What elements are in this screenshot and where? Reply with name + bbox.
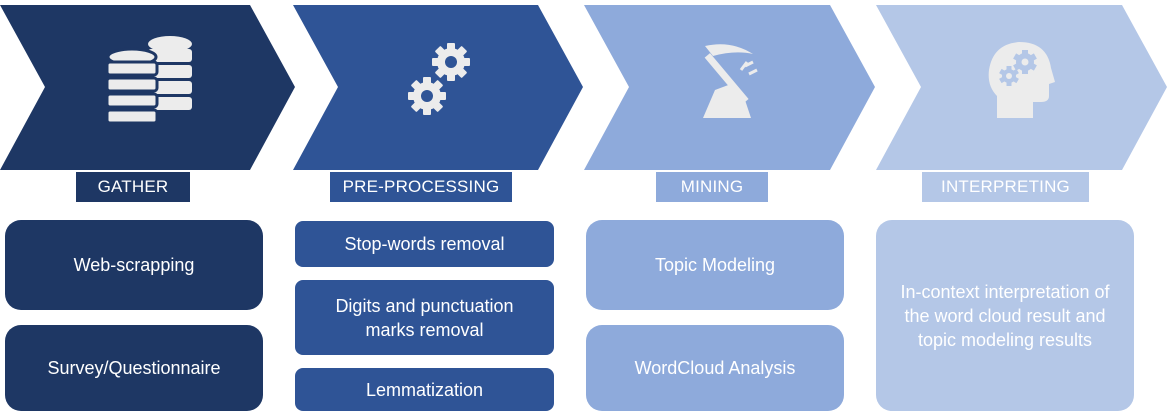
stage-label-mining: MINING — [656, 172, 768, 202]
card-stop-words-removal: Stop-words removal — [295, 221, 554, 267]
stage-label-gather: GATHER — [76, 172, 190, 202]
card-lemmatization: Lemmatization — [295, 368, 554, 411]
card-topic-modeling: Topic Modeling — [586, 220, 844, 310]
pickaxe-icon — [703, 44, 758, 118]
card-wordcloud-analysis: WordCloud Analysis — [586, 325, 844, 411]
stage-label-interpreting: INTERPRETING — [922, 172, 1089, 202]
gears-icon — [408, 43, 470, 115]
card-digits-punctuation-removal: Digits and punctuation marks removal — [295, 280, 554, 355]
card-survey-questionnaire: Survey/Questionnaire — [5, 325, 263, 411]
head-gears-icon — [988, 42, 1055, 118]
card-web-scrapping: Web-scrapping — [5, 220, 263, 310]
card-in-context-interpretation: In-context interpretation of the word cl… — [876, 220, 1134, 411]
database-icon — [105, 36, 192, 125]
stage-label-preprocessing: PRE-PROCESSING — [330, 172, 512, 202]
